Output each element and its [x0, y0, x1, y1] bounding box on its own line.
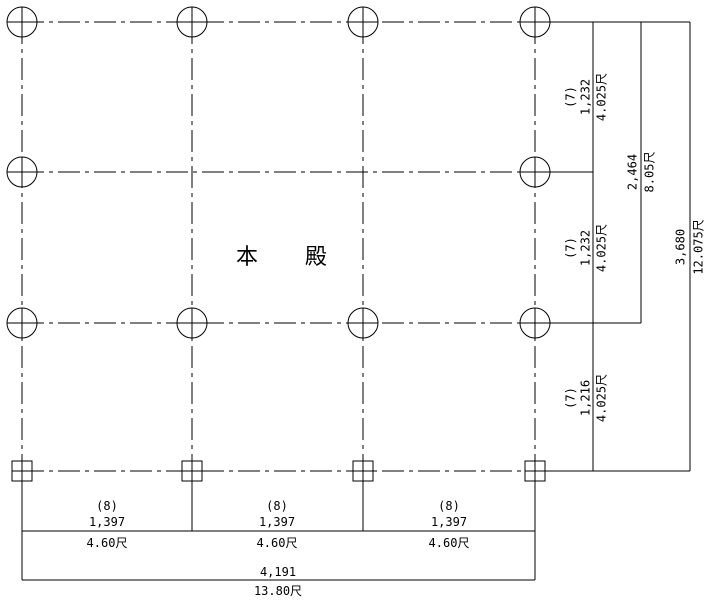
bay-dimension-3: (8) 1,397 4.60尺 — [429, 499, 470, 550]
bay-length-mm: 1,397 — [431, 515, 467, 529]
round-column — [347, 6, 379, 38]
bay-length-shaku: 4.60尺 — [87, 536, 128, 550]
bay-length-shaku: 4.025尺 — [595, 224, 609, 272]
round-column — [347, 307, 379, 339]
subtotal-length-mm: 2,464 — [626, 154, 640, 190]
horizontal-dimensions: (8) 1,397 4.60尺 (8) 1,397 4.60尺 (8) 1,39… — [21, 481, 536, 598]
depth-subtotal-dimension: 2,464 8.05尺 — [626, 152, 657, 193]
round-column — [6, 307, 38, 339]
round-column — [519, 307, 551, 339]
square-post — [181, 460, 203, 482]
round-column — [519, 6, 551, 38]
building-title: 本 殿 — [236, 245, 347, 270]
round-column — [6, 6, 38, 38]
bay-length-shaku: 4.60尺 — [257, 536, 298, 550]
square-post — [524, 460, 546, 482]
total-length-mm: 4,191 — [260, 565, 296, 579]
square-post — [352, 460, 374, 482]
bay-count: (8) — [438, 499, 460, 513]
vertical-dimensions: (7) 1,232 4.025尺 (7) 1,232 4.025尺 (7) 1,… — [545, 21, 706, 472]
round-column — [176, 307, 208, 339]
round-columns — [6, 6, 551, 339]
bay-count: (8) — [96, 499, 118, 513]
bay-count: (8) — [266, 499, 288, 513]
bay-length-shaku: 4.025尺 — [595, 374, 609, 422]
round-column — [176, 6, 208, 38]
bay-length-shaku: 4.60尺 — [429, 536, 470, 550]
round-column — [519, 156, 551, 188]
depth-bay-dimension-2: (7) 1,232 4.025尺 — [564, 224, 609, 272]
square-post — [11, 460, 33, 482]
total-width-dimension: 4,191 13.80尺 — [254, 565, 302, 598]
round-column — [6, 156, 38, 188]
bay-count: (7) — [564, 237, 578, 259]
bay-length-mm: 1,232 — [579, 230, 593, 266]
bay-length-mm: 1,397 — [259, 515, 295, 529]
total-length-shaku: 13.80尺 — [254, 584, 302, 598]
depth-bay-dimension-1: (7) 1,232 4.025尺 — [564, 73, 609, 121]
bay-length-mm: 1,232 — [579, 79, 593, 115]
depth-total-dimension: 3,680 12.075尺 — [674, 219, 706, 274]
bay-length-shaku: 4.025尺 — [595, 73, 609, 121]
subtotal-length-shaku: 8.05尺 — [643, 152, 657, 193]
grid-axes — [21, 21, 536, 472]
bay-dimension-2: (8) 1,397 4.60尺 — [257, 499, 298, 550]
depth-bay-dimension-3: (7) 1,216 4.025尺 — [564, 374, 609, 422]
bay-count: (7) — [564, 86, 578, 108]
total-length-shaku: 12.075尺 — [692, 219, 706, 274]
total-length-mm: 3,680 — [674, 229, 688, 265]
bay-dimension-1: (8) 1,397 4.60尺 — [87, 499, 128, 550]
bay-length-mm: 1,397 — [89, 515, 125, 529]
bay-length-mm: 1,216 — [579, 380, 593, 416]
bay-count: (7) — [564, 387, 578, 409]
